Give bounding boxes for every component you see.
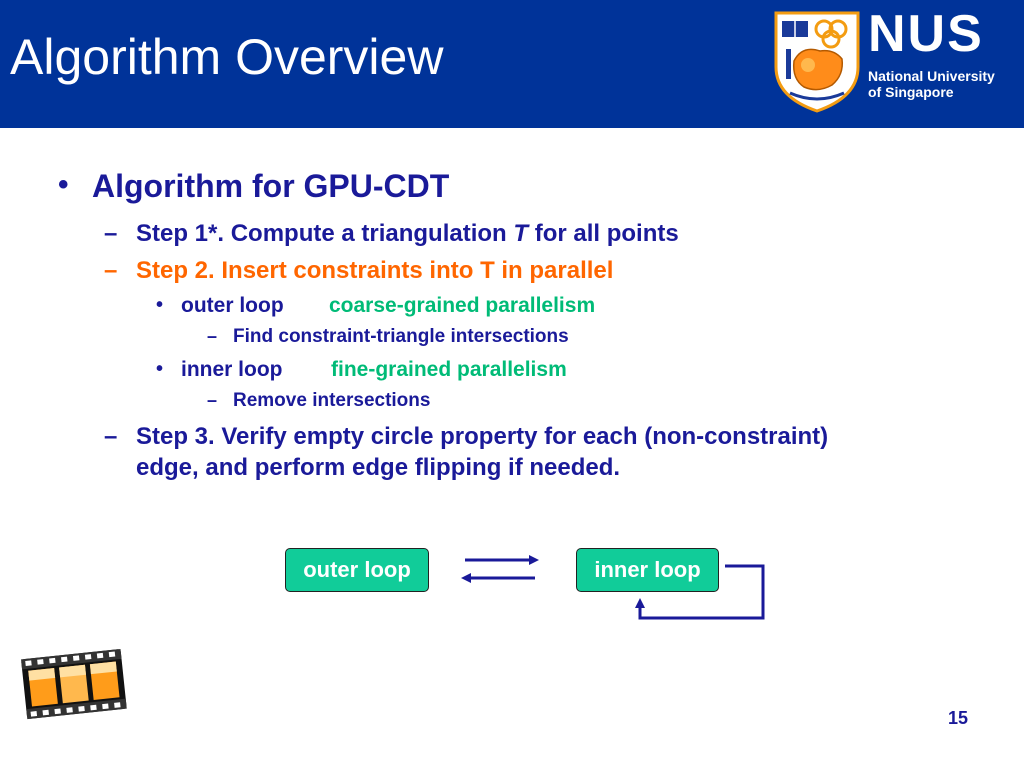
step1-suffix: for all points — [534, 220, 679, 247]
step2-text: Step 2. Insert constraints into T in par… — [136, 257, 614, 284]
main-heading: Algorithm for GPU-CDT — [92, 168, 450, 204]
loop-arrowhead — [635, 598, 645, 608]
inner-loop-box: inner loop — [576, 548, 719, 592]
step1-prefix: Step 1*. Compute a triangulation — [136, 220, 507, 247]
bidirectional-arrows — [461, 555, 539, 583]
nus-subtitle-line1: National University — [868, 68, 995, 84]
nus-subtitle-line2: of Singapore — [868, 84, 954, 100]
nus-wordmark: NUS — [868, 5, 984, 63]
forward-arrowhead — [529, 555, 539, 565]
step1-text: Step 1*. Compute a triangulation T for a… — [136, 220, 679, 248]
outer-loop-detail: Find constraint-triangle intersections — [233, 326, 569, 347]
page-number: 15 — [948, 708, 969, 728]
slide-title: Algorithm Overview — [10, 29, 444, 85]
inner-loop-label: inner loop — [181, 358, 283, 381]
step1-var: T — [513, 220, 529, 247]
outer-loop-box: outer loop — [285, 548, 429, 592]
dash-marker: – — [207, 390, 218, 410]
dash-marker: – — [207, 326, 218, 346]
outer-loop-label: outer loop — [181, 294, 284, 317]
dash-marker: – — [104, 423, 118, 450]
loop-line — [638, 564, 765, 620]
dash-marker: – — [104, 257, 118, 284]
inner-loop-desc: fine-grained parallelism — [331, 358, 567, 381]
bullet-dot: • — [156, 294, 164, 316]
inner-loop-detail: Remove intersections — [233, 390, 431, 411]
film-strip-icon — [21, 648, 127, 720]
outer-loop-desc: coarse-grained parallelism — [329, 294, 596, 317]
step3-line1: Step 3. Verify empty circle property for… — [136, 423, 829, 450]
self-loop-arrow — [635, 564, 765, 620]
bullet-dot: • — [58, 168, 69, 201]
step3-line2: edge, and perform edge flipping if neede… — [136, 454, 621, 481]
bullet-dot: • — [156, 358, 164, 380]
backward-arrowhead — [461, 573, 471, 583]
dash-marker: – — [104, 220, 118, 247]
nus-crest-icon — [774, 11, 860, 113]
